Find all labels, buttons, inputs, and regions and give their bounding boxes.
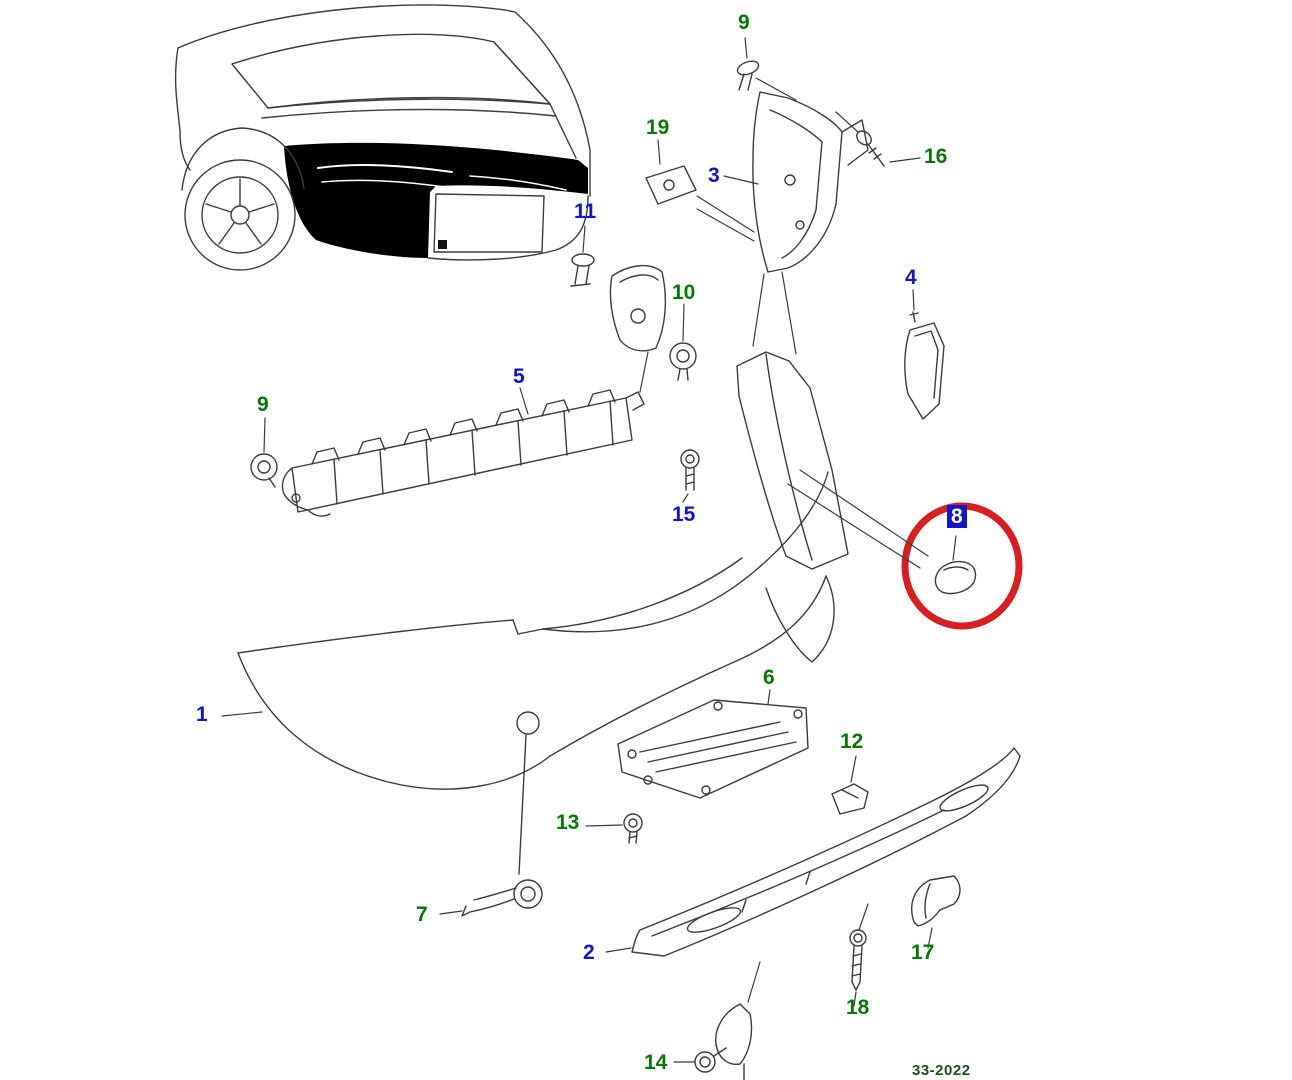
callout-part-13[interactable]: 13 <box>556 811 580 834</box>
callout-part-8-selected[interactable]: 8 <box>947 505 967 528</box>
part-6-undertray <box>617 699 809 799</box>
callout-part-18[interactable]: 18 <box>846 996 870 1019</box>
part-10-nut <box>669 342 697 381</box>
callout-part-15[interactable]: 15 <box>672 503 696 526</box>
callout-part-11[interactable]: 11 <box>574 200 597 223</box>
diagram-ref-number: 33-2022 <box>912 1062 971 1079</box>
bumper-corner-panel <box>736 351 849 570</box>
callout-part-5[interactable]: 5 <box>513 365 525 388</box>
callout-part-14[interactable]: 14 <box>644 1051 668 1074</box>
callout-part-2[interactable]: 2 <box>583 941 595 964</box>
callout-part-10[interactable]: 10 <box>672 281 696 304</box>
callout-part-3[interactable]: 3 <box>708 164 720 187</box>
callout-part-9[interactable]: 9 <box>738 11 750 34</box>
part-7-towing-hook <box>461 879 543 917</box>
callout-part-7[interactable]: 7 <box>416 903 428 926</box>
part-17-bracket <box>911 875 961 927</box>
part-14-screw <box>694 1047 727 1073</box>
callout-part-1[interactable]: 1 <box>196 703 208 726</box>
part-9-fastener-top <box>736 60 760 91</box>
leader-lines <box>221 37 957 1063</box>
part-8-towing-eye-cover <box>934 560 977 595</box>
callout-part-4[interactable]: 4 <box>905 266 917 289</box>
part-12-clip <box>831 783 869 815</box>
callout-part-6[interactable]: 6 <box>763 666 775 689</box>
part-19-bracket <box>645 165 697 205</box>
part-5-impact-absorber <box>281 389 645 517</box>
part-15-screw <box>680 449 700 491</box>
part-13-screw <box>623 813 643 844</box>
part-3-side-bracket <box>752 91 869 273</box>
part-9-fastener-left <box>250 453 278 488</box>
part-16-screw <box>856 130 885 167</box>
corner-bracket-upper <box>609 265 667 352</box>
callout-part-17[interactable]: 17 <box>911 941 935 964</box>
part-1-bumper-cover <box>237 471 835 875</box>
callout-part-16[interactable]: 16 <box>924 145 948 168</box>
car-rear-view <box>174 4 591 271</box>
part-2-lower-valance <box>631 747 1021 957</box>
callout-part-9[interactable]: 9 <box>257 393 269 416</box>
callout-part-12[interactable]: 12 <box>840 730 864 753</box>
part-18-screw <box>849 929 867 991</box>
callout-part-19[interactable]: 19 <box>646 116 670 139</box>
part-11-clip <box>570 253 595 287</box>
bracket-lower-center <box>715 1003 753 1080</box>
part-4-bracket <box>904 311 945 420</box>
